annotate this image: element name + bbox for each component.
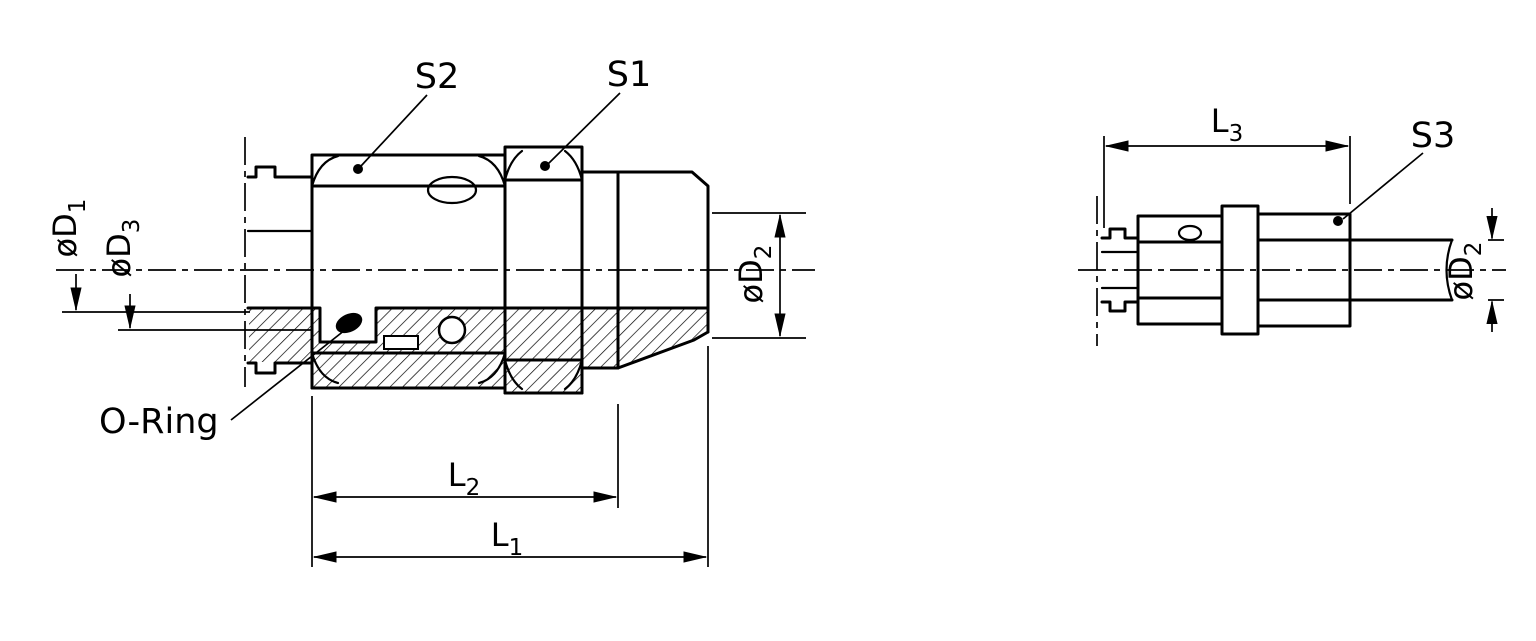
s1-nut-chamfer-arcs (503, 149, 584, 391)
right-view: S3 L3 øD2 (1078, 102, 1506, 346)
right-stub-inner-lines (1100, 250, 1140, 290)
d2-left-extension-lines (712, 212, 806, 339)
l3-extension-lines (1103, 136, 1351, 228)
section-hatch-body (310, 306, 710, 395)
s2-label: S2 (415, 57, 460, 97)
cutting-ring-detail (383, 335, 419, 350)
s3-label: S3 (1411, 116, 1456, 156)
section-ball-detail (437, 315, 467, 345)
l2-extension-lines (311, 396, 619, 567)
d2-right-label: øD2 (1442, 242, 1487, 301)
tube-stub-hatch (249, 309, 311, 362)
stud-outline (616, 170, 710, 334)
main-nut-hole-marking (426, 175, 478, 205)
main-nut-chamfer-arcs (310, 154, 507, 385)
l2-label: L2 (448, 456, 480, 501)
pipe-break-line (1445, 238, 1454, 302)
right-nut-b-outline (1256, 212, 1352, 328)
s2-leader-dot (353, 164, 363, 174)
s3-leader-line (1342, 152, 1424, 220)
right-nut-b-face-lines (1256, 238, 1352, 302)
right-stub-bottom-outline (1100, 300, 1140, 313)
right-stub-top-outline (1100, 227, 1140, 240)
d2-left-label: øD2 (732, 245, 777, 304)
d3-label: øD3 (100, 219, 145, 278)
s1-leader-dot (540, 161, 550, 171)
d2-right-extension-lines (1488, 239, 1504, 301)
d1-label: øD1 (46, 199, 91, 258)
left-view: S2 S1 O-Ring øD1 øD3 øD2 L2 L1 (46, 55, 815, 567)
l3-label: L3 (1211, 102, 1243, 147)
pipe-outline (1348, 238, 1454, 302)
s1-label: S1 (607, 55, 652, 95)
o-ring-label: O-Ring (99, 402, 219, 442)
l1-label: L1 (491, 516, 523, 561)
right-nut-a-face-lines (1136, 240, 1224, 300)
o-ring-leader-line (230, 329, 346, 421)
s2-leader-line (360, 94, 428, 167)
tube-stub-bottom-outline (246, 361, 314, 375)
tube-stub-top-outline (246, 165, 314, 179)
s1-leader-line (547, 92, 621, 165)
right-nut-a-hole-marking (1177, 224, 1203, 242)
o-ring-seal (335, 312, 363, 334)
s3-leader-dot (1333, 216, 1343, 226)
